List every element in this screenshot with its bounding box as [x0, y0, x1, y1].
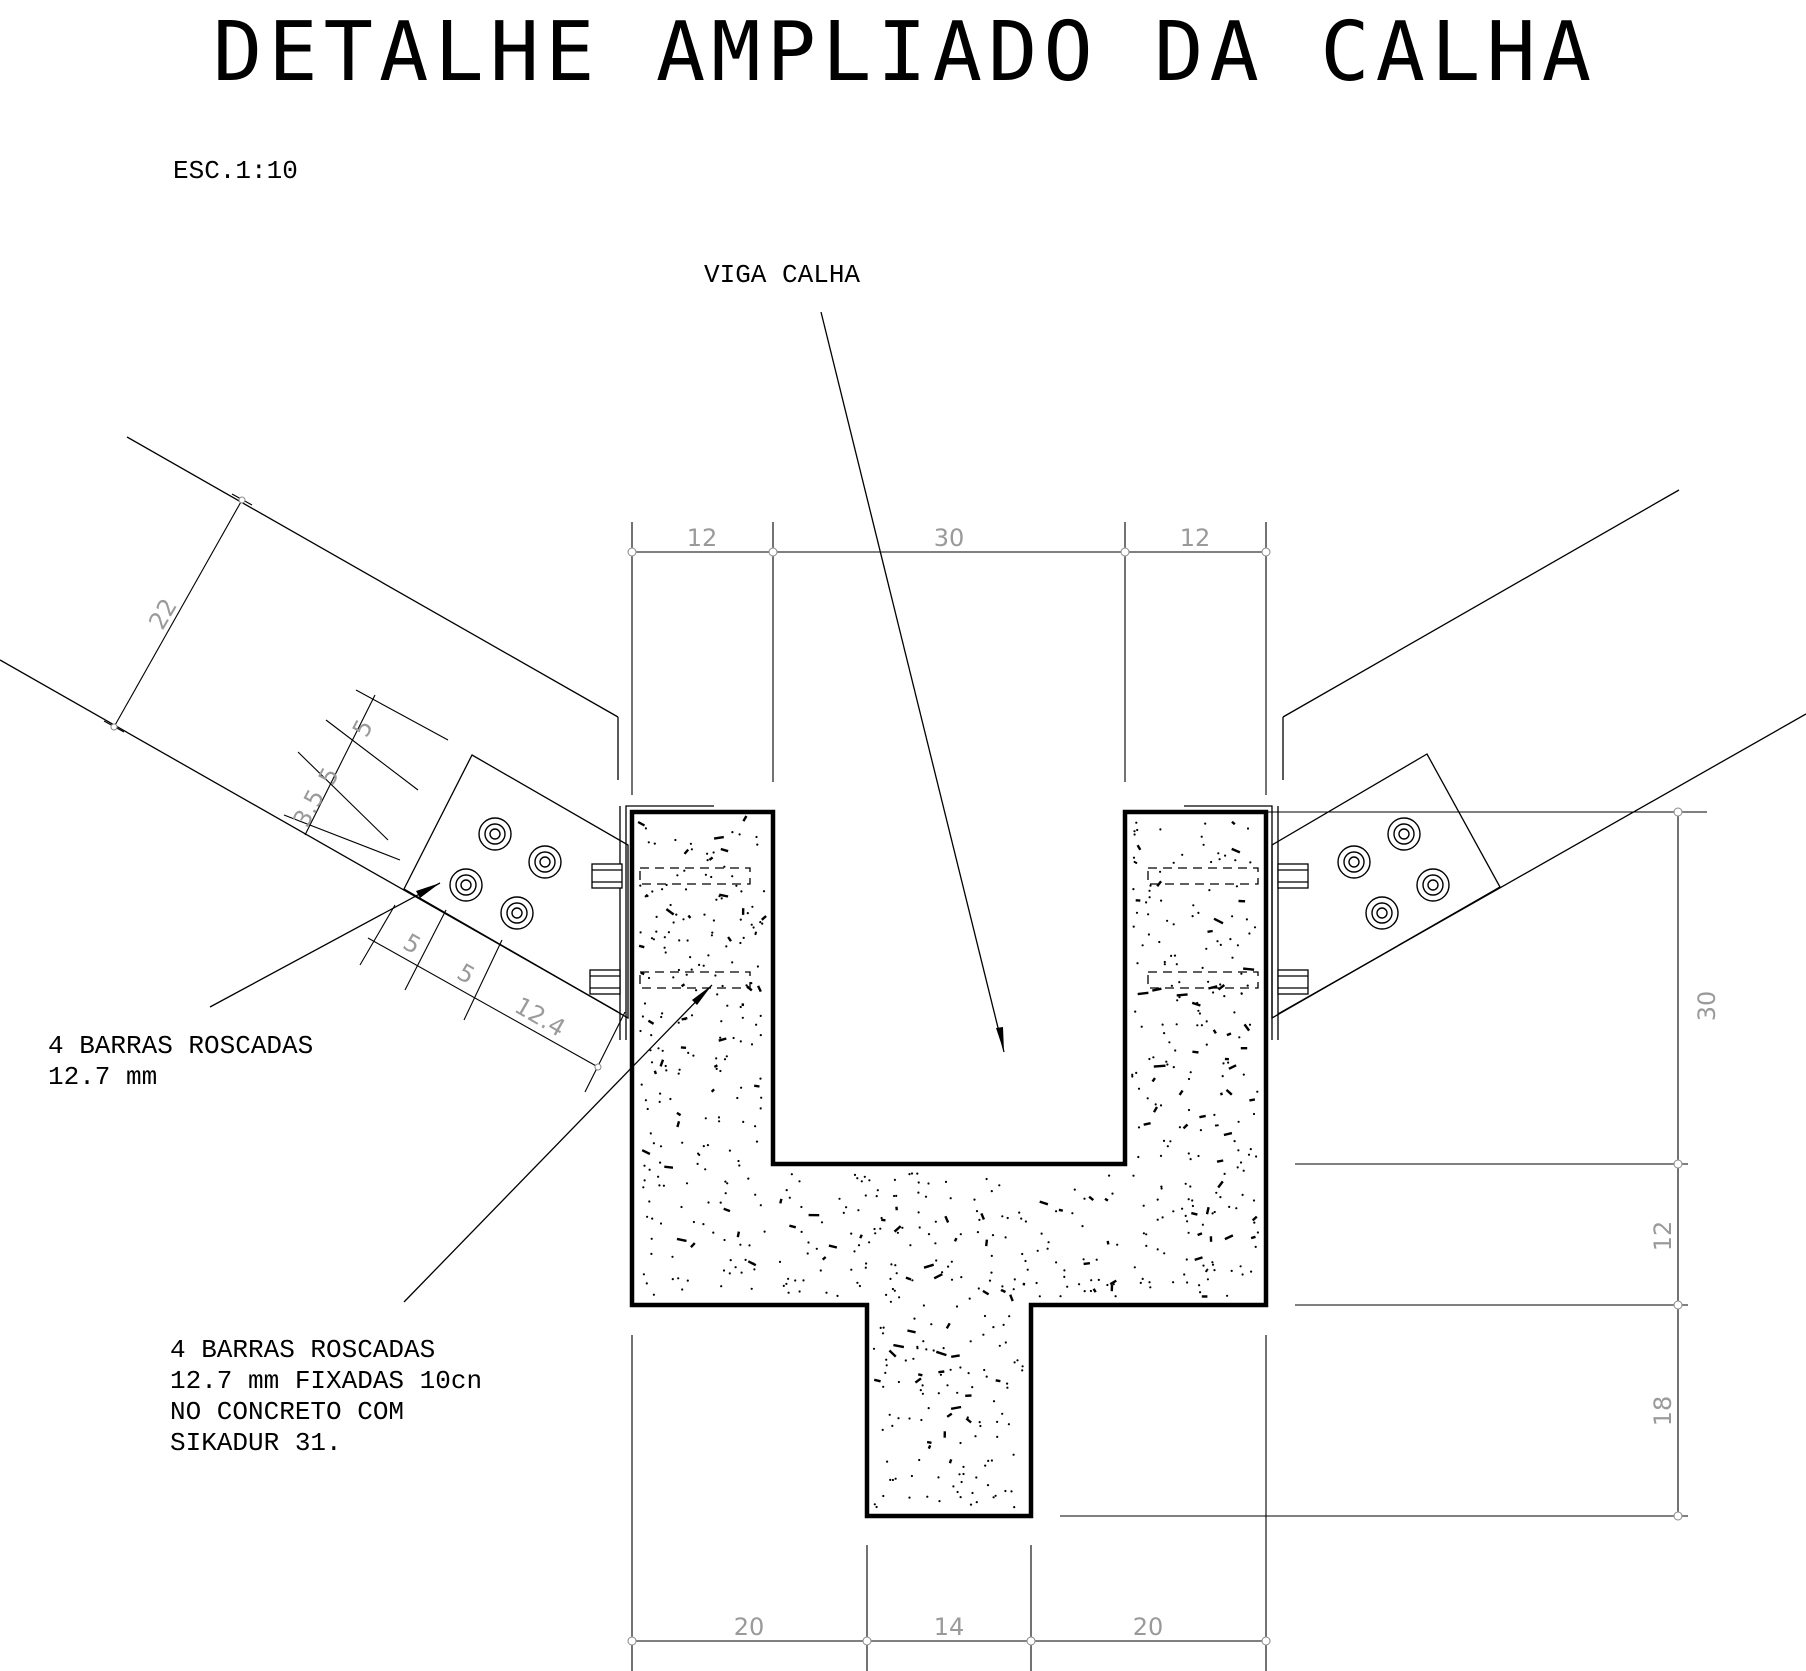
dim-plate-along-1: 5 [398, 928, 425, 960]
dim-top-1: 12 [687, 524, 718, 552]
scale-label: ESC.1:10 [173, 156, 298, 186]
dim-right-3: 18 [1649, 1396, 1677, 1427]
dim-right-2: 12 [1649, 1221, 1677, 1252]
top-dimension: 12 30 12 [627, 524, 1271, 557]
gutter-beam-section [589, 805, 1309, 1519]
left-gusset-plate [403, 754, 629, 1020]
plate-across-dimension: 3.5 5 5 [283, 689, 449, 861]
bolt-note-short-line2: 12.7 mm [48, 1062, 157, 1092]
left-plate-bolt [528, 845, 562, 879]
dim-bottom-1: 20 [734, 1613, 765, 1641]
right-plate-bolt [1387, 817, 1421, 851]
right-plate-bolt [1337, 845, 1371, 879]
bolt-note-long-line4: SIKADUR 31. [170, 1428, 342, 1458]
bolt-leader-short [209, 882, 441, 1008]
right-gusset-plate [1271, 753, 1501, 1020]
dim-right-1: 30 [1693, 991, 1721, 1022]
extension-lines [631, 522, 1707, 1671]
right-plate-bolt [1416, 868, 1450, 902]
concrete-beam-outline [629, 809, 1269, 1519]
beam-label: VIGA CALHA [704, 260, 860, 290]
right-rafter [1277, 489, 1806, 1015]
drawing-title: DETALHE AMPLIADO DA CALHA [213, 5, 1597, 100]
dim-bottom-2: 14 [934, 1613, 965, 1641]
bolt-note-short-line1: 4 BARRAS ROSCADAS [48, 1031, 313, 1061]
bolt-note-long-line3: NO CONCRETO COM [170, 1397, 404, 1427]
right-plate-bolt [1365, 896, 1399, 930]
left-plate-bolt [449, 868, 483, 902]
bolt-leader-long [403, 984, 713, 1303]
bottom-dimension: 20 14 20 [627, 1613, 1271, 1646]
dim-plate-along-2: 5 [452, 958, 479, 990]
beam-leader [820, 311, 1005, 1053]
dim-top-2: 30 [934, 524, 965, 552]
dim-plate-across-1: 3.5 [288, 785, 331, 832]
concrete-hatch [637, 815, 1259, 1509]
right-anchor-bolt [1277, 863, 1309, 995]
dim-top-3: 12 [1180, 524, 1211, 552]
left-anchor-bolt [589, 863, 623, 995]
bolt-note-long-line2: 12.7 mm FIXADAS 10cn [170, 1366, 482, 1396]
left-plate-bolt [478, 817, 512, 851]
dim-plate-across-2: 5 [313, 763, 345, 790]
plate-along-dimension: 5 5 12.4 [359, 904, 626, 1093]
bolt-note-long-line1: 4 BARRAS ROSCADAS [170, 1335, 435, 1365]
left-plate-bolt [500, 896, 534, 930]
right-dimension: 30 12 18 [1649, 807, 1721, 1521]
dim-bottom-3: 20 [1133, 1613, 1164, 1641]
dim-rafter-depth: 22 [143, 594, 183, 634]
